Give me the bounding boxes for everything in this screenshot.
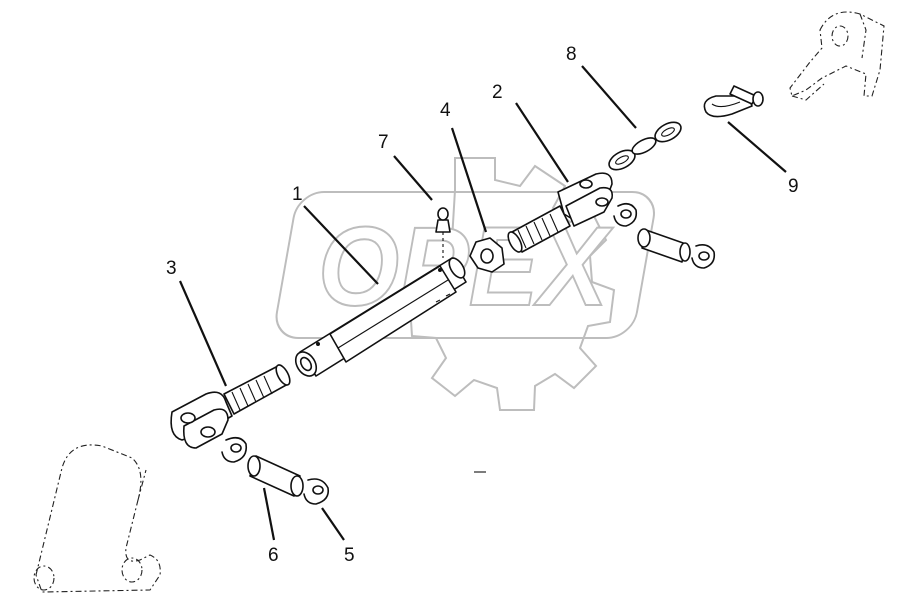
part-8-chain (608, 121, 682, 171)
leader-6 (262, 487, 276, 541)
callout-8: 8 (566, 44, 577, 65)
leader-8 (581, 65, 637, 129)
part-1-turnbuckle-tube (294, 257, 467, 377)
callout-3: 3 (166, 258, 177, 279)
callout-7: 7 (378, 132, 389, 153)
lower-mounting-bracket (33, 444, 161, 593)
leader-1 (303, 205, 379, 285)
part-3-lower-clevis (170, 364, 291, 449)
callout-labels: 1 2 3 4 5 6 7 8 9 (166, 44, 799, 566)
leader-7 (393, 155, 433, 201)
callout-4: 4 (440, 100, 451, 121)
callout-9: 9 (788, 176, 799, 197)
part-4-lock-nut (469, 237, 505, 273)
callout-6: 6 (268, 545, 279, 566)
leader-lines (178, 65, 787, 541)
leader-5 (321, 507, 345, 541)
part-7-grease-nipple (435, 207, 451, 258)
leader-4 (450, 127, 488, 233)
part-9-shackle (703, 85, 764, 118)
upper-mounting-bracket (789, 11, 885, 101)
part-2-upper-clevis (507, 172, 614, 253)
callout-5: 5 (344, 545, 355, 566)
leader-3 (178, 280, 228, 387)
callout-2: 2 (492, 82, 503, 103)
watermark-frame (275, 191, 655, 339)
lower-pin-and-clips (221, 436, 330, 505)
callout-1: 1 (292, 184, 303, 205)
upper-pin-and-clips (613, 202, 716, 269)
leader-2 (515, 102, 569, 183)
leader-9 (727, 121, 787, 173)
